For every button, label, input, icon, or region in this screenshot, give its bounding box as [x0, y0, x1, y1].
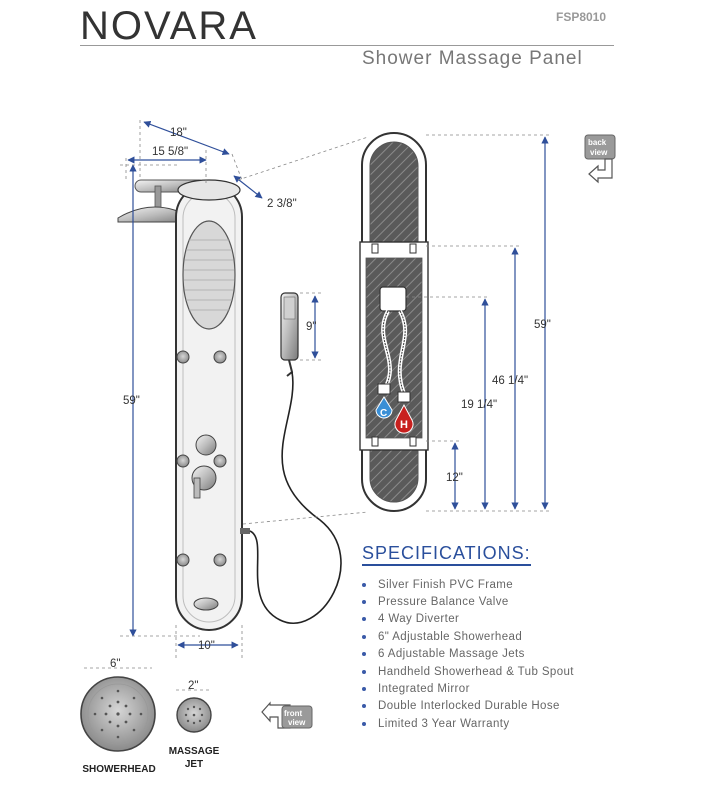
spec-item: Handheld Showerhead & Tub Spout: [362, 663, 574, 680]
front-view-icon: [261, 701, 313, 729]
header-divider: [80, 45, 614, 46]
handheld-shower: [249, 292, 342, 624]
dim-lower-bracket: 12": [446, 472, 463, 484]
dim-handheld: 9": [306, 321, 316, 333]
bullet-icon: [362, 652, 366, 657]
back-view-text-1: back: [588, 138, 607, 147]
cold-marker: C: [380, 408, 387, 419]
bullet-icon: [362, 721, 366, 726]
bullet-icon: [362, 617, 366, 622]
dim-upper-bracket: 46 1/4": [492, 375, 528, 387]
back-view-icon: [584, 134, 616, 184]
spec-item: Double Interlocked Durable Hose: [362, 698, 574, 715]
dim-jet: 2": [188, 680, 198, 692]
specifications-title: SPECIFICATIONS:: [362, 542, 531, 566]
spec-item: Pressure Balance Valve: [362, 593, 574, 610]
specifications-list: Silver Finish PVC Frame Pressure Balance…: [362, 576, 574, 733]
front-view-text-2: view: [288, 718, 306, 727]
back-view-text-2: view: [590, 148, 608, 157]
hot-marker: H: [400, 419, 408, 431]
model-number: FSP8010: [556, 10, 607, 24]
dim-water-inlet: 19 1/4": [461, 399, 497, 411]
massage-jet-label-2: JET: [184, 759, 204, 770]
back-panel: [359, 132, 429, 512]
spec-item: Silver Finish PVC Frame: [362, 576, 574, 593]
spec-item: Integrated Mirror: [362, 680, 574, 697]
bullet-icon: [362, 582, 366, 587]
bullet-icon: [362, 634, 366, 639]
massage-jet-detail: [176, 689, 212, 733]
dim-height-front: 59": [123, 395, 140, 407]
bullet-icon: [362, 687, 366, 692]
dim-height-back: 59": [534, 319, 551, 331]
spec-item: 6" Adjustable Showerhead: [362, 628, 574, 645]
spec-item: Limited 3 Year Warranty: [362, 715, 574, 732]
spec-item: 4 Way Diverter: [362, 611, 574, 628]
brand-name: NOVARA: [80, 4, 258, 48]
showerhead-detail: [80, 667, 156, 752]
bullet-icon: [362, 600, 366, 605]
back-dimensions: [451, 136, 549, 510]
dim-showerhead: 6": [110, 658, 120, 670]
showerhead-label: SHOWERHEAD: [82, 764, 156, 775]
dim-depth: 2 3/8": [267, 198, 297, 210]
dim-bottom-width: 10": [198, 640, 215, 652]
dim-inner-width: 15 5/8": [152, 146, 188, 158]
bullet-icon: [362, 704, 366, 709]
dim-top-width: 18": [170, 127, 187, 139]
product-subtitle: Shower Massage Panel: [362, 48, 583, 69]
front-view-text-1: front: [284, 709, 303, 718]
spec-item: 6 Adjustable Massage Jets: [362, 646, 574, 663]
massage-jet-label-1: MASSAGE: [168, 746, 220, 757]
bullet-icon: [362, 669, 366, 674]
